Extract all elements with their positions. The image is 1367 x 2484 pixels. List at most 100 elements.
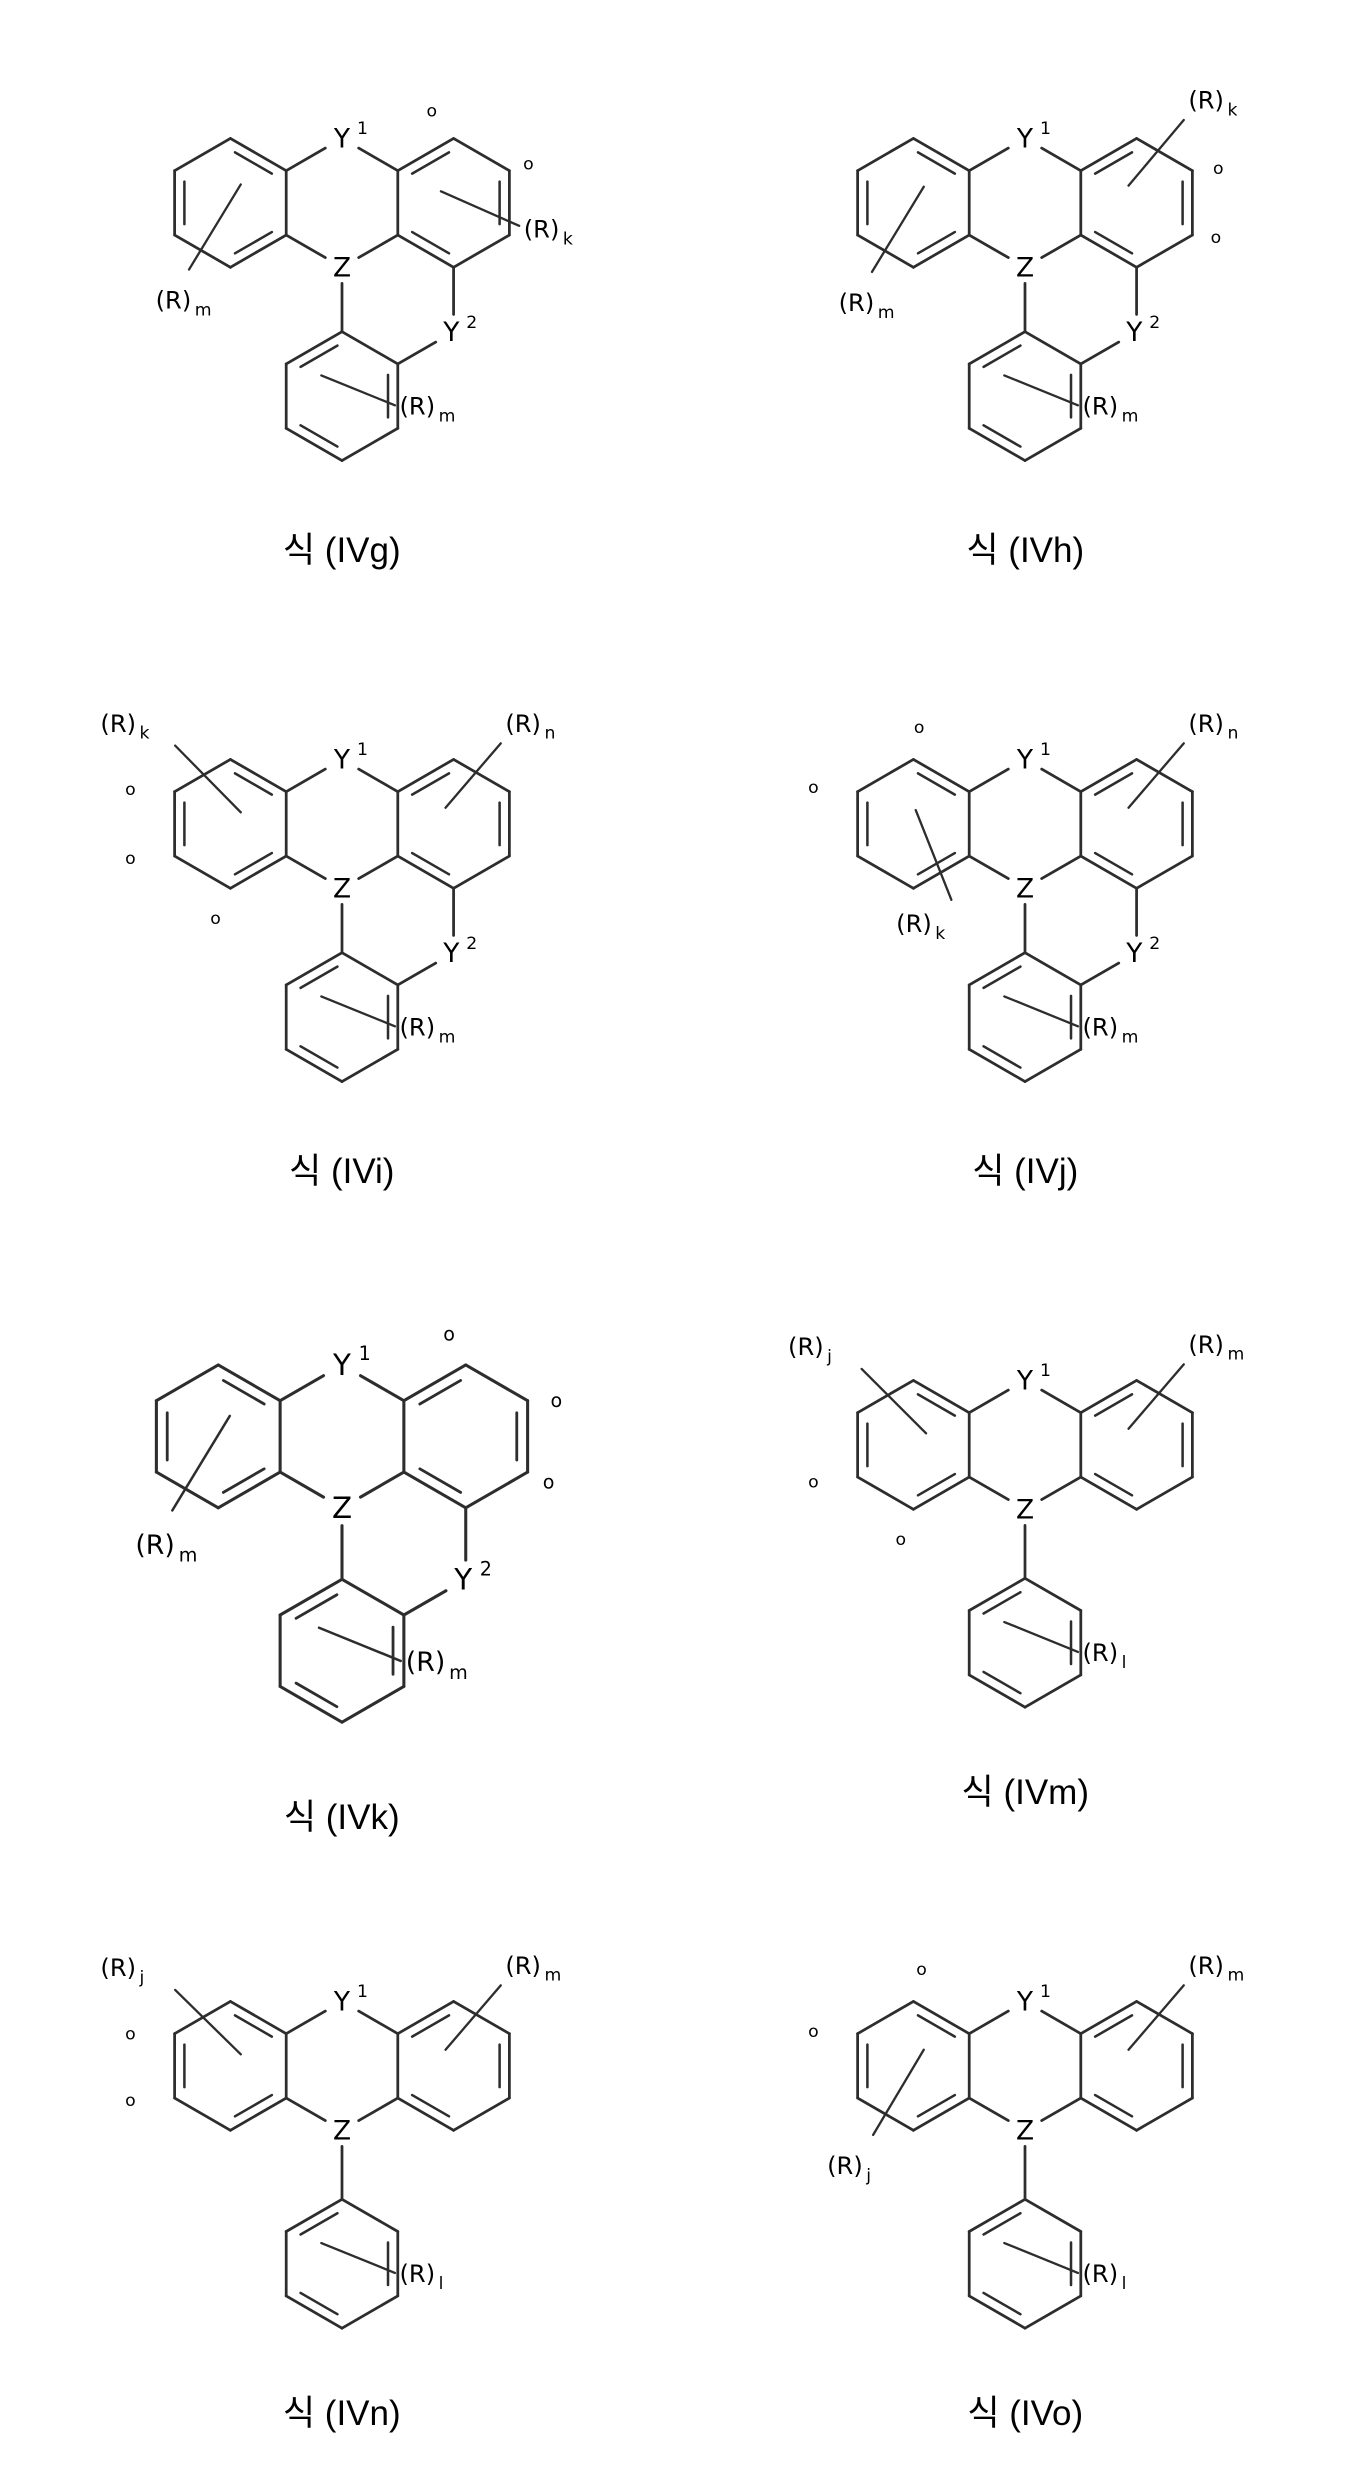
ring-bond (278, 1684, 344, 1724)
ring-bond (154, 1470, 220, 1510)
double-bond-line (916, 1472, 957, 1497)
ring-bond (968, 1047, 1027, 1083)
open-position-mark: o (125, 780, 136, 800)
double-bond-line (1094, 771, 1134, 796)
r-group-subscript: m (1228, 1344, 1245, 1364)
double-bond-line (916, 2093, 957, 2118)
r-group-label: (R) (399, 2260, 435, 2288)
double-bond-line (233, 2093, 273, 2118)
bond-line (357, 767, 399, 793)
double-bond-line (1094, 2013, 1134, 2038)
ring-bond (1135, 757, 1195, 793)
bond-line (284, 854, 327, 880)
double-bond-line (916, 771, 957, 796)
substituent-bond-line (319, 995, 396, 1028)
r-group-subscript: m (1228, 1965, 1245, 1985)
bond-line (284, 233, 327, 259)
ring-bond (1079, 854, 1139, 890)
bond-line (1040, 854, 1083, 880)
double-bond-line (418, 1467, 462, 1494)
substituent-bond-line (319, 2241, 396, 2274)
bond-line (357, 854, 399, 880)
double-bond-line (233, 230, 273, 255)
double-bond-line (233, 771, 273, 796)
atom-label-y1-superscript: 1 (1040, 1982, 1051, 2002)
r-group-subscript: n (544, 723, 555, 743)
double-bond-line (410, 771, 451, 796)
double-bond-line (299, 344, 339, 368)
r-group-label: (R) (1189, 1331, 1225, 1359)
ring-bond (1023, 1673, 1083, 1709)
ring-bond (340, 330, 399, 366)
atom-label-z: Z (1016, 2115, 1034, 2146)
bond-line (284, 2096, 327, 2122)
open-position-mark: o (808, 1472, 819, 1492)
open-position-mark: o (125, 2091, 136, 2111)
open-position-mark: o (808, 778, 819, 798)
bond-line (968, 854, 1010, 880)
r-group-subscript: n (1228, 723, 1239, 743)
ring-bond (228, 2096, 288, 2132)
ring-bond (154, 1363, 220, 1402)
ring-bond (216, 1470, 282, 1510)
ring-bond (1079, 757, 1139, 793)
bond-line (402, 1588, 448, 1617)
bond-line (1040, 1475, 1083, 1501)
bond-line (358, 1373, 406, 1402)
open-position-mark: o (550, 1389, 562, 1412)
substituent-bond-line (319, 374, 396, 407)
ring-bond (228, 233, 288, 269)
bond-line (968, 233, 1010, 259)
r-group-subscript: k (936, 924, 946, 944)
bond-line (1040, 146, 1083, 172)
substituent-bond-line (872, 2048, 926, 2136)
ring-bond (396, 233, 455, 269)
r-group-label: (R) (135, 1530, 174, 1561)
atom-label-y1-superscript: 1 (1040, 1361, 1051, 1381)
double-bond-line (982, 423, 1022, 448)
ring-bond (1135, 2096, 1195, 2132)
ring-bond (1079, 136, 1139, 172)
atom-label-y1: Y (1016, 1365, 1034, 1396)
ring-bond (968, 330, 1027, 366)
r-group-subscript: j (826, 1347, 832, 1367)
ring-bond (912, 1475, 971, 1511)
ring-bond (912, 2096, 971, 2132)
atom-label-z: Z (332, 1491, 352, 1525)
open-position-mark: o (210, 909, 221, 929)
ring-bond (1023, 2197, 1083, 2233)
r-group-subscript: m (449, 1661, 468, 1684)
ring-bond (172, 136, 232, 172)
r-group-subscript: k (563, 229, 573, 249)
ring-bond (856, 1475, 916, 1511)
ring-bond (912, 1378, 971, 1414)
double-bond-line (410, 851, 451, 876)
ring-bond (340, 426, 399, 462)
ring-bond (1135, 233, 1195, 269)
bond-line (278, 1470, 325, 1499)
double-bond-line (916, 1392, 957, 1417)
bond-line (357, 233, 399, 259)
r-group-subscript: m (178, 1543, 197, 1566)
bond-line (1040, 2009, 1083, 2035)
open-position-mark: o (543, 1470, 555, 1493)
r-group-label: (R) (399, 1013, 435, 1041)
double-bond-line (410, 2013, 451, 2038)
ring-bond (856, 136, 916, 172)
bond-line (1040, 233, 1083, 259)
ring-bond (1135, 1999, 1195, 2035)
atom-label-y1: Y (333, 1986, 351, 2017)
r-group-subscript: l (1122, 2274, 1127, 2294)
double-bond-line (916, 2013, 957, 2038)
atom-label-y2-superscript: 2 (1149, 313, 1160, 333)
ring-bond (968, 2197, 1027, 2233)
ring-bond (1079, 1475, 1139, 1511)
substituent-bond-line (871, 185, 926, 273)
r-group-label: (R) (788, 1333, 824, 1361)
r-group-label: (R) (1083, 2260, 1119, 2288)
